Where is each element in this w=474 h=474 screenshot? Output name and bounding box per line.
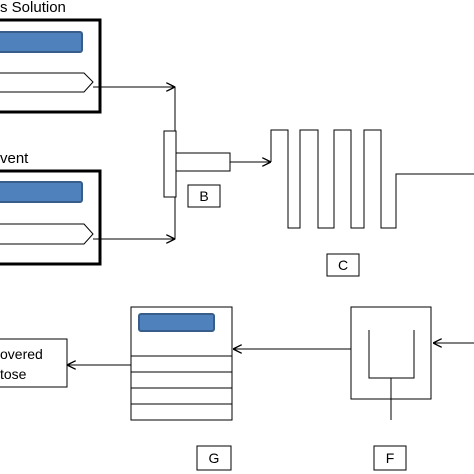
top-pump-display xyxy=(0,31,83,53)
label-g: G xyxy=(209,450,220,466)
separator xyxy=(350,306,432,420)
top-syringe-label: s Solution xyxy=(0,0,66,16)
collection-display xyxy=(138,313,215,332)
label-box-g xyxy=(196,445,232,471)
bottom-syringe-barrel xyxy=(0,223,94,245)
reactor-coil xyxy=(270,129,474,229)
top-syringe-barrel xyxy=(0,72,94,93)
bottom-pump-display xyxy=(0,181,83,203)
mixer xyxy=(163,130,231,198)
product-label-line1: overed xyxy=(0,346,43,362)
product-box xyxy=(0,338,68,388)
label-f: F xyxy=(386,450,395,466)
bottom-syringe-pump xyxy=(0,169,102,266)
bottom-syringe-label: vent xyxy=(0,150,29,167)
label-box-f xyxy=(373,445,407,471)
label-c: C xyxy=(338,257,348,273)
label-box-b xyxy=(187,184,221,208)
product-label-line2: tose xyxy=(0,366,27,382)
bottom-feed-line xyxy=(93,190,176,240)
top-syringe-pump xyxy=(0,18,102,114)
label-b: B xyxy=(199,188,208,204)
top-feed-line xyxy=(93,86,176,140)
collection-unit xyxy=(130,306,233,421)
label-box-c xyxy=(326,253,360,277)
